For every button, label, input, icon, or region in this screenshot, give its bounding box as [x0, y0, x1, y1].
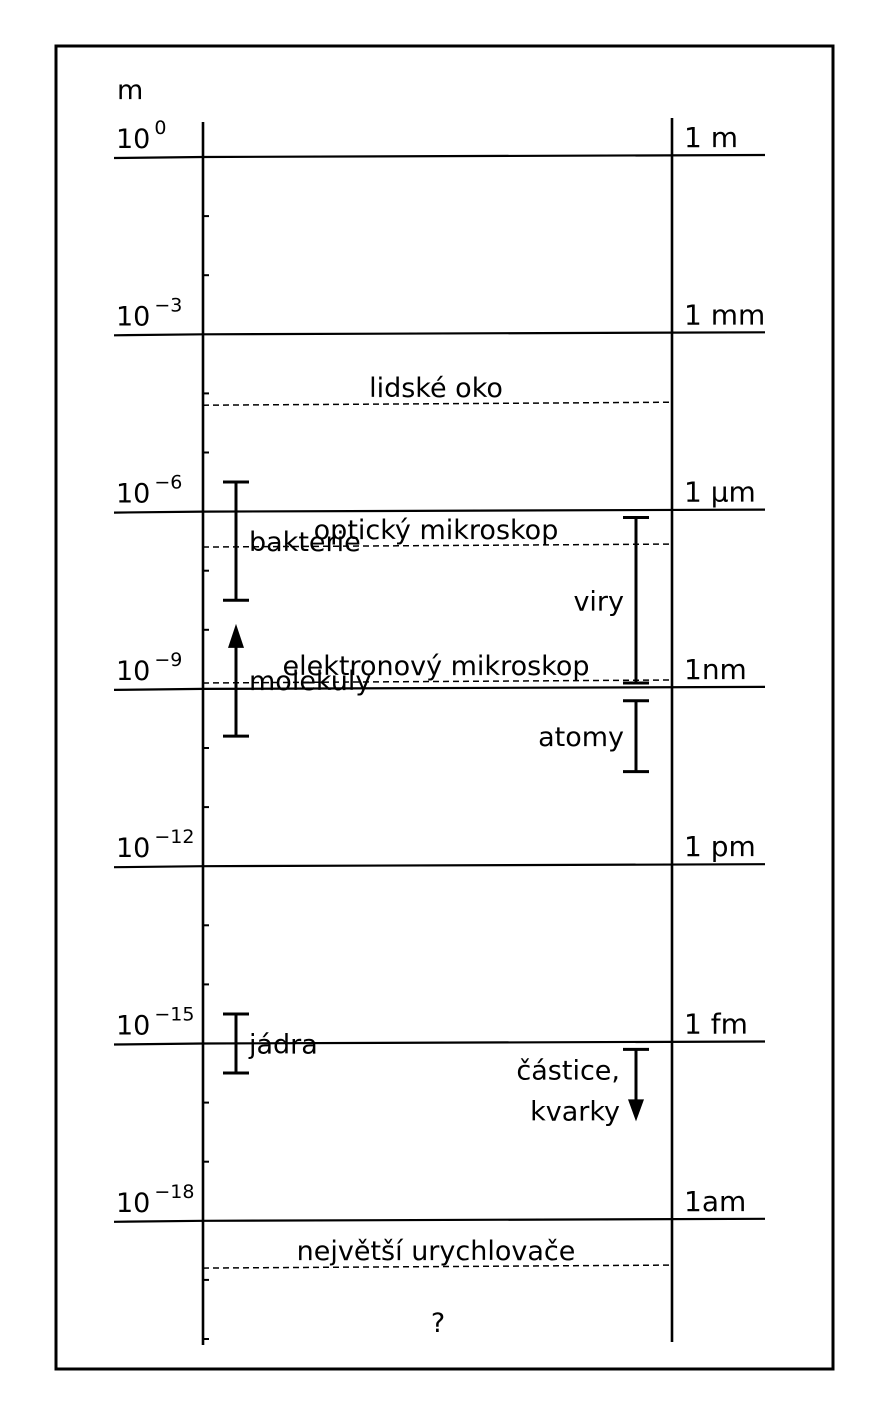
resolution-limits: lidské oko optický mikroskop elektronový m… — [202, 373, 673, 1269]
decade-line-right — [202, 1217, 766, 1222]
range-label: jádra — [248, 1030, 318, 1061]
decade-line-right — [202, 331, 766, 336]
range-arrow-up — [228, 623, 244, 648]
limit-line — [202, 543, 673, 548]
particles-label: kvarky — [530, 1096, 620, 1127]
decade-line-right — [202, 1040, 766, 1045]
decade-line-left — [113, 510, 204, 514]
particles-label: částice, — [516, 1055, 620, 1086]
object-ranges: bakterie molekuly jádra viry atomy — [223, 480, 649, 1075]
decade-line-right — [202, 153, 766, 159]
range-label: atomy — [538, 722, 624, 753]
limit-label: lidské oko — [369, 373, 503, 404]
decade-label: 10−3 — [116, 294, 182, 332]
unit-name-label: 1 mm — [684, 298, 765, 331]
decade-label: 10−6 — [116, 472, 182, 510]
particles-arrow-down — [628, 1099, 644, 1122]
decade-line-left — [113, 1042, 204, 1046]
unit-name-label: 1nm — [684, 653, 747, 686]
decade-line-left — [113, 1219, 204, 1223]
limit-label: optický mikroskop — [314, 515, 559, 546]
minor-ticks — [203, 215, 209, 1340]
unknown-marker: ? — [431, 1308, 445, 1339]
unit-name-label: 1 fm — [684, 1008, 748, 1041]
limit-line — [202, 401, 673, 406]
unit-label: m — [117, 75, 143, 106]
limit-label: největší urychlovače — [297, 1236, 576, 1267]
decade-label: 10−15 — [116, 1004, 194, 1042]
decade-label: 10−9 — [116, 649, 182, 687]
unit-name-label: 1am — [684, 1185, 746, 1218]
particles-range: částice, kvarky — [516, 1047, 649, 1127]
limit-line — [202, 679, 673, 684]
decade-label: 10−12 — [116, 826, 194, 864]
unit-name-label: 1 pm — [684, 830, 756, 863]
decade-line-left — [113, 155, 204, 160]
limit-label: elektronový mikroskop — [282, 651, 589, 682]
decade-label: 10−18 — [116, 1181, 194, 1219]
decade-line-left — [113, 687, 204, 691]
range-label: bakterie — [249, 527, 361, 558]
diagram-frame — [54, 44, 835, 1371]
range-label: viry — [573, 586, 624, 617]
unit-name-label: 1 m — [684, 121, 738, 154]
decade-line-right — [202, 508, 766, 513]
decade-line-right — [202, 685, 766, 691]
decade-line-left — [113, 333, 204, 337]
unit-name-label: 1 μm — [684, 476, 756, 509]
limit-line — [202, 1264, 673, 1269]
decade-line-left — [113, 865, 204, 869]
decade-line-right — [202, 863, 766, 868]
range-label: molekuly — [249, 666, 371, 697]
